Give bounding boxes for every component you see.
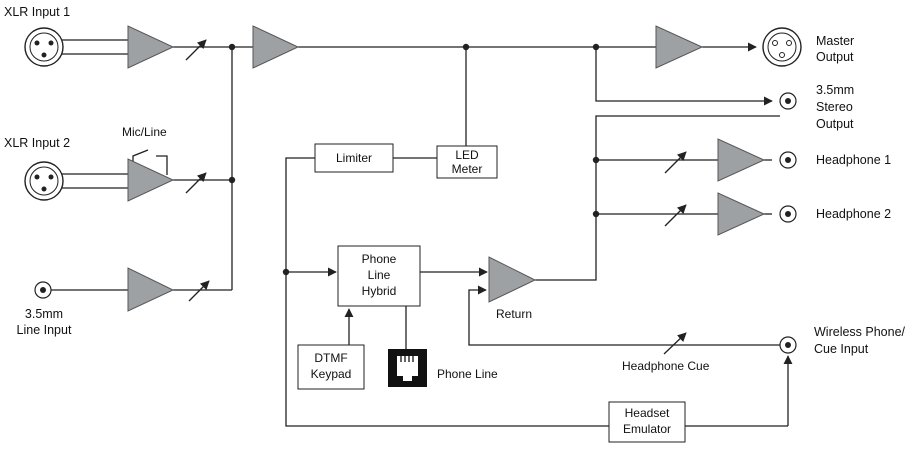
xlr-input-2-label: XLR Input 2: [4, 136, 70, 150]
led-meter-label-line2: Meter: [452, 162, 483, 176]
line-input-jack-icon: [34, 281, 52, 299]
limiter-block: Limiter: [314, 143, 394, 173]
master-output-label-line2: Output: [816, 50, 854, 64]
led-meter-label-line1: LED: [455, 148, 479, 162]
return-amplifier-icon: [488, 256, 537, 303]
dtmf-label-line1: DTMF: [314, 351, 347, 365]
wireless-label-line1: Wireless Phone/: [814, 325, 906, 339]
mic-line-label: Mic/Line: [122, 125, 167, 139]
headphone-2-jack-icon: [779, 205, 797, 223]
volume-knob-icon: [185, 172, 207, 194]
amplifiers: [127, 25, 766, 312]
master-output-label-line1: Master: [816, 34, 854, 48]
phone-line-label: Phone Line: [437, 367, 498, 381]
amplifier-icon: [127, 25, 175, 69]
hybrid-block: Phone Line Hybrid: [337, 245, 421, 307]
headset-label-line1: Headset: [625, 406, 670, 420]
xlr-input-2-connector-icon: [24, 161, 64, 201]
headphone-1-label: Headphone 1: [816, 153, 891, 167]
xlr-input-1-connector-icon: [24, 27, 64, 67]
line-input-label-line2: Line Input: [17, 323, 72, 337]
headphone-2-label: Headphone 2: [816, 207, 891, 221]
led-meter-block: LED Meter: [436, 145, 498, 179]
return-label: Return: [496, 307, 532, 321]
stereo-output-jack-icon: [779, 92, 797, 110]
headphone-cue-label: Headphone Cue: [622, 359, 710, 373]
volume-knob-icon: [664, 151, 687, 174]
hybrid-label-line2: Line: [368, 268, 391, 282]
headphone-1-jack-icon: [779, 151, 797, 169]
amplifier-icon: [127, 267, 175, 312]
dtmf-label-line2: Keypad: [311, 367, 352, 381]
line-input-label-line1: 3.5mm: [25, 307, 63, 321]
stereo-output-label-line1: 3.5mm: [816, 83, 854, 97]
limiter-label: Limiter: [336, 151, 372, 165]
wireless-cue-jack-icon: [779, 336, 797, 354]
xlr-input-1-label: XLR Input 1: [4, 5, 70, 19]
amplifier-icon: [127, 158, 175, 202]
headset-label-line2: Emulator: [623, 422, 671, 436]
stereo-output-label-line2: Stereo: [816, 100, 853, 114]
amplifier-icon: [717, 138, 766, 182]
hybrid-label-line1: Phone: [362, 252, 397, 266]
volume-knob-icon: [663, 332, 687, 355]
volume-knobs: [185, 39, 687, 355]
stereo-output-label-line3: Output: [816, 117, 854, 131]
amplifier-icon: [655, 25, 704, 69]
amplifier-icon: [717, 192, 766, 236]
dtmf-block: DTMF Keypad: [297, 344, 365, 390]
hybrid-label-line3: Hybrid: [362, 284, 397, 298]
junction-dots: [228, 43, 600, 276]
phone-line-jack-icon: [388, 349, 427, 387]
wireless-label-line2: Cue Input: [814, 342, 869, 356]
volume-knob-icon: [664, 204, 687, 227]
amplifier-icon: [252, 25, 300, 69]
volume-knob-icon: [188, 280, 210, 302]
master-output-connector-icon: [762, 27, 802, 67]
headset-emulator-block: Headset Emulator: [608, 401, 686, 443]
volume-knob-icon: [185, 39, 207, 61]
